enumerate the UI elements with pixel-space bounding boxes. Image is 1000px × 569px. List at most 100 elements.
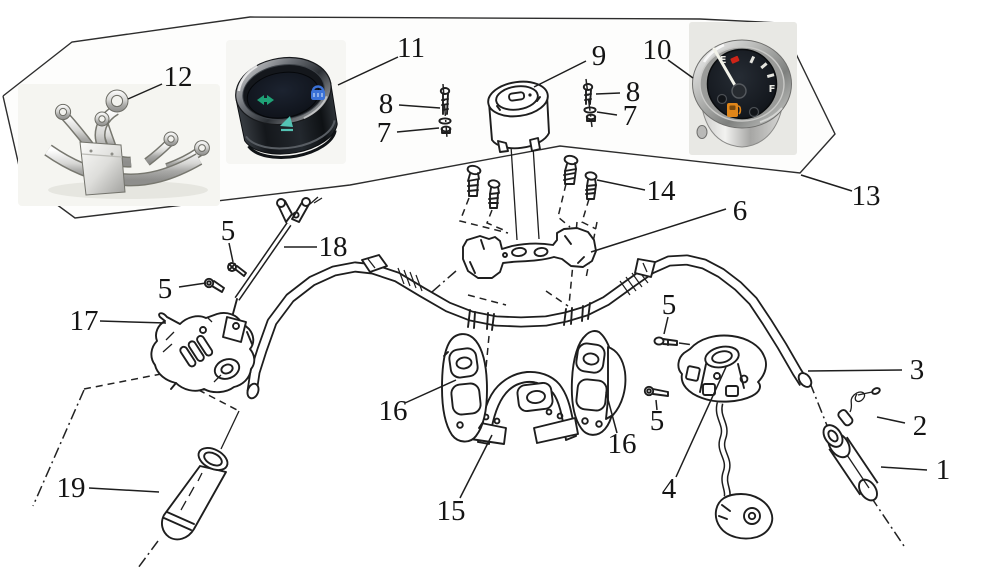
clamp-bolt-2 (203, 277, 225, 293)
callout-6: 6 (590, 195, 748, 253)
lower-holder-right (570, 330, 627, 436)
handlebar (246, 254, 813, 400)
lower-holder-left (441, 333, 488, 443)
callout-leader-5 (655, 399, 658, 411)
handlebar-right-end (797, 372, 813, 388)
neutral-arrow-icon (280, 116, 293, 132)
callout-number-18: 18 (319, 231, 348, 263)
callout-number-7: 7 (377, 117, 392, 149)
callout-leader-6 (590, 208, 727, 253)
ignition-housing (487, 80, 550, 153)
callout-number-16: 16 (379, 395, 408, 427)
callout-number-2: 2 (913, 410, 928, 442)
callout-15: 15 (437, 434, 493, 527)
fuel-gauge-photo: E F (689, 22, 797, 155)
brake-rod-clevis (230, 196, 323, 322)
alignment-dashes-right (678, 342, 907, 550)
callout-leader-11 (337, 56, 399, 86)
callout-number-4: 4 (662, 473, 677, 505)
callout-11: 11 (337, 32, 425, 86)
screw-washer-left (438, 83, 452, 139)
turn-signal-icon (257, 95, 274, 105)
callout-5: 5 (662, 289, 677, 335)
clamp-bolt-3 (653, 336, 678, 346)
screw-washer-right (582, 78, 597, 128)
callout-4: 4 (662, 366, 727, 505)
callout-13: 13 (800, 174, 881, 212)
low-fuel-mark (730, 55, 740, 64)
callout-number-3: 3 (910, 354, 925, 386)
callout-leader-14 (596, 179, 646, 191)
callout-16: 16 (605, 391, 637, 460)
callout-leader-7 (596, 111, 618, 116)
callout-leader-10 (667, 59, 694, 79)
switch-housing (677, 334, 767, 403)
callout-number-7: 7 (623, 100, 638, 132)
holder-bolts (466, 154, 598, 209)
callout-5: 5 (221, 215, 236, 263)
callout-5: 5 (650, 399, 664, 437)
callout-8: 8 (379, 88, 441, 120)
callout-16: 16 (379, 379, 457, 427)
alignment-dashes-left (32, 372, 240, 569)
callout-number-8: 8 (626, 76, 641, 108)
callout-leader-5 (178, 282, 207, 288)
inset-outline (2, 16, 836, 219)
callout-10: 10 (643, 34, 694, 79)
callout-number-5: 5 (221, 215, 236, 247)
handlebar-clamp-bands (467, 302, 591, 331)
fuel-pump-icon (727, 103, 742, 117)
callout-number-11: 11 (397, 32, 425, 64)
callout-12: 12 (127, 61, 193, 100)
callout-18: 18 (284, 231, 348, 263)
callout-leader-17 (99, 320, 167, 324)
callout-leader-2 (876, 416, 906, 424)
callout-5: 5 (158, 273, 207, 305)
callout-7: 7 (596, 100, 638, 132)
callout-number-14: 14 (647, 175, 677, 207)
callout-leader-7 (396, 127, 440, 133)
callout-leader-8 (595, 92, 621, 95)
callout-leader-13 (800, 174, 853, 192)
handlebar-left-end (246, 382, 260, 400)
gauge-full-letter: F (769, 84, 776, 95)
callout-leader-1 (880, 466, 928, 471)
callout-number-5: 5 (662, 289, 677, 321)
callout-leader-9 (533, 60, 587, 88)
callout-number-12: 12 (164, 61, 193, 93)
throttle-cable (837, 387, 881, 427)
callout-number-8: 8 (379, 88, 394, 120)
housing-projection-lines (510, 145, 540, 241)
callout-leader-3 (807, 369, 903, 372)
indicator-light-cluster-photo (226, 40, 346, 164)
callout-number-5: 5 (158, 273, 173, 305)
callout-number-9: 9 (592, 40, 607, 72)
callout-number-17: 17 (70, 305, 99, 337)
gauge-empty-letter: E (720, 55, 727, 66)
callout-9: 9 (533, 40, 607, 88)
callout-leader-8 (398, 104, 441, 109)
callout-7: 7 (377, 117, 440, 149)
callout-number-13: 13 (852, 180, 881, 212)
fuel-gauge-dial: E F (712, 47, 776, 118)
throttle-pipe (822, 424, 879, 502)
clamp-bolt-1 (227, 262, 247, 277)
callout-leader-19 (88, 487, 160, 493)
callout-leader-16 (404, 379, 457, 404)
callout-leader-16 (605, 391, 618, 434)
callout-number-6: 6 (733, 195, 748, 227)
high-beam-icon (311, 85, 325, 100)
callout-14: 14 (596, 175, 677, 207)
lever-grooves (179, 334, 214, 368)
bracket-eyelets (54, 89, 210, 156)
callout-leader-12 (127, 83, 163, 100)
callout-2: 2 (876, 410, 928, 442)
upper-holder-bracket (462, 227, 597, 279)
callout-leader-4 (675, 366, 727, 478)
left-grip (161, 447, 229, 541)
bracket-plate (79, 141, 126, 196)
mounting-bracket-photo (18, 84, 220, 206)
bolt-insertion-dashes (458, 183, 597, 234)
callout-19: 19 (57, 472, 160, 504)
